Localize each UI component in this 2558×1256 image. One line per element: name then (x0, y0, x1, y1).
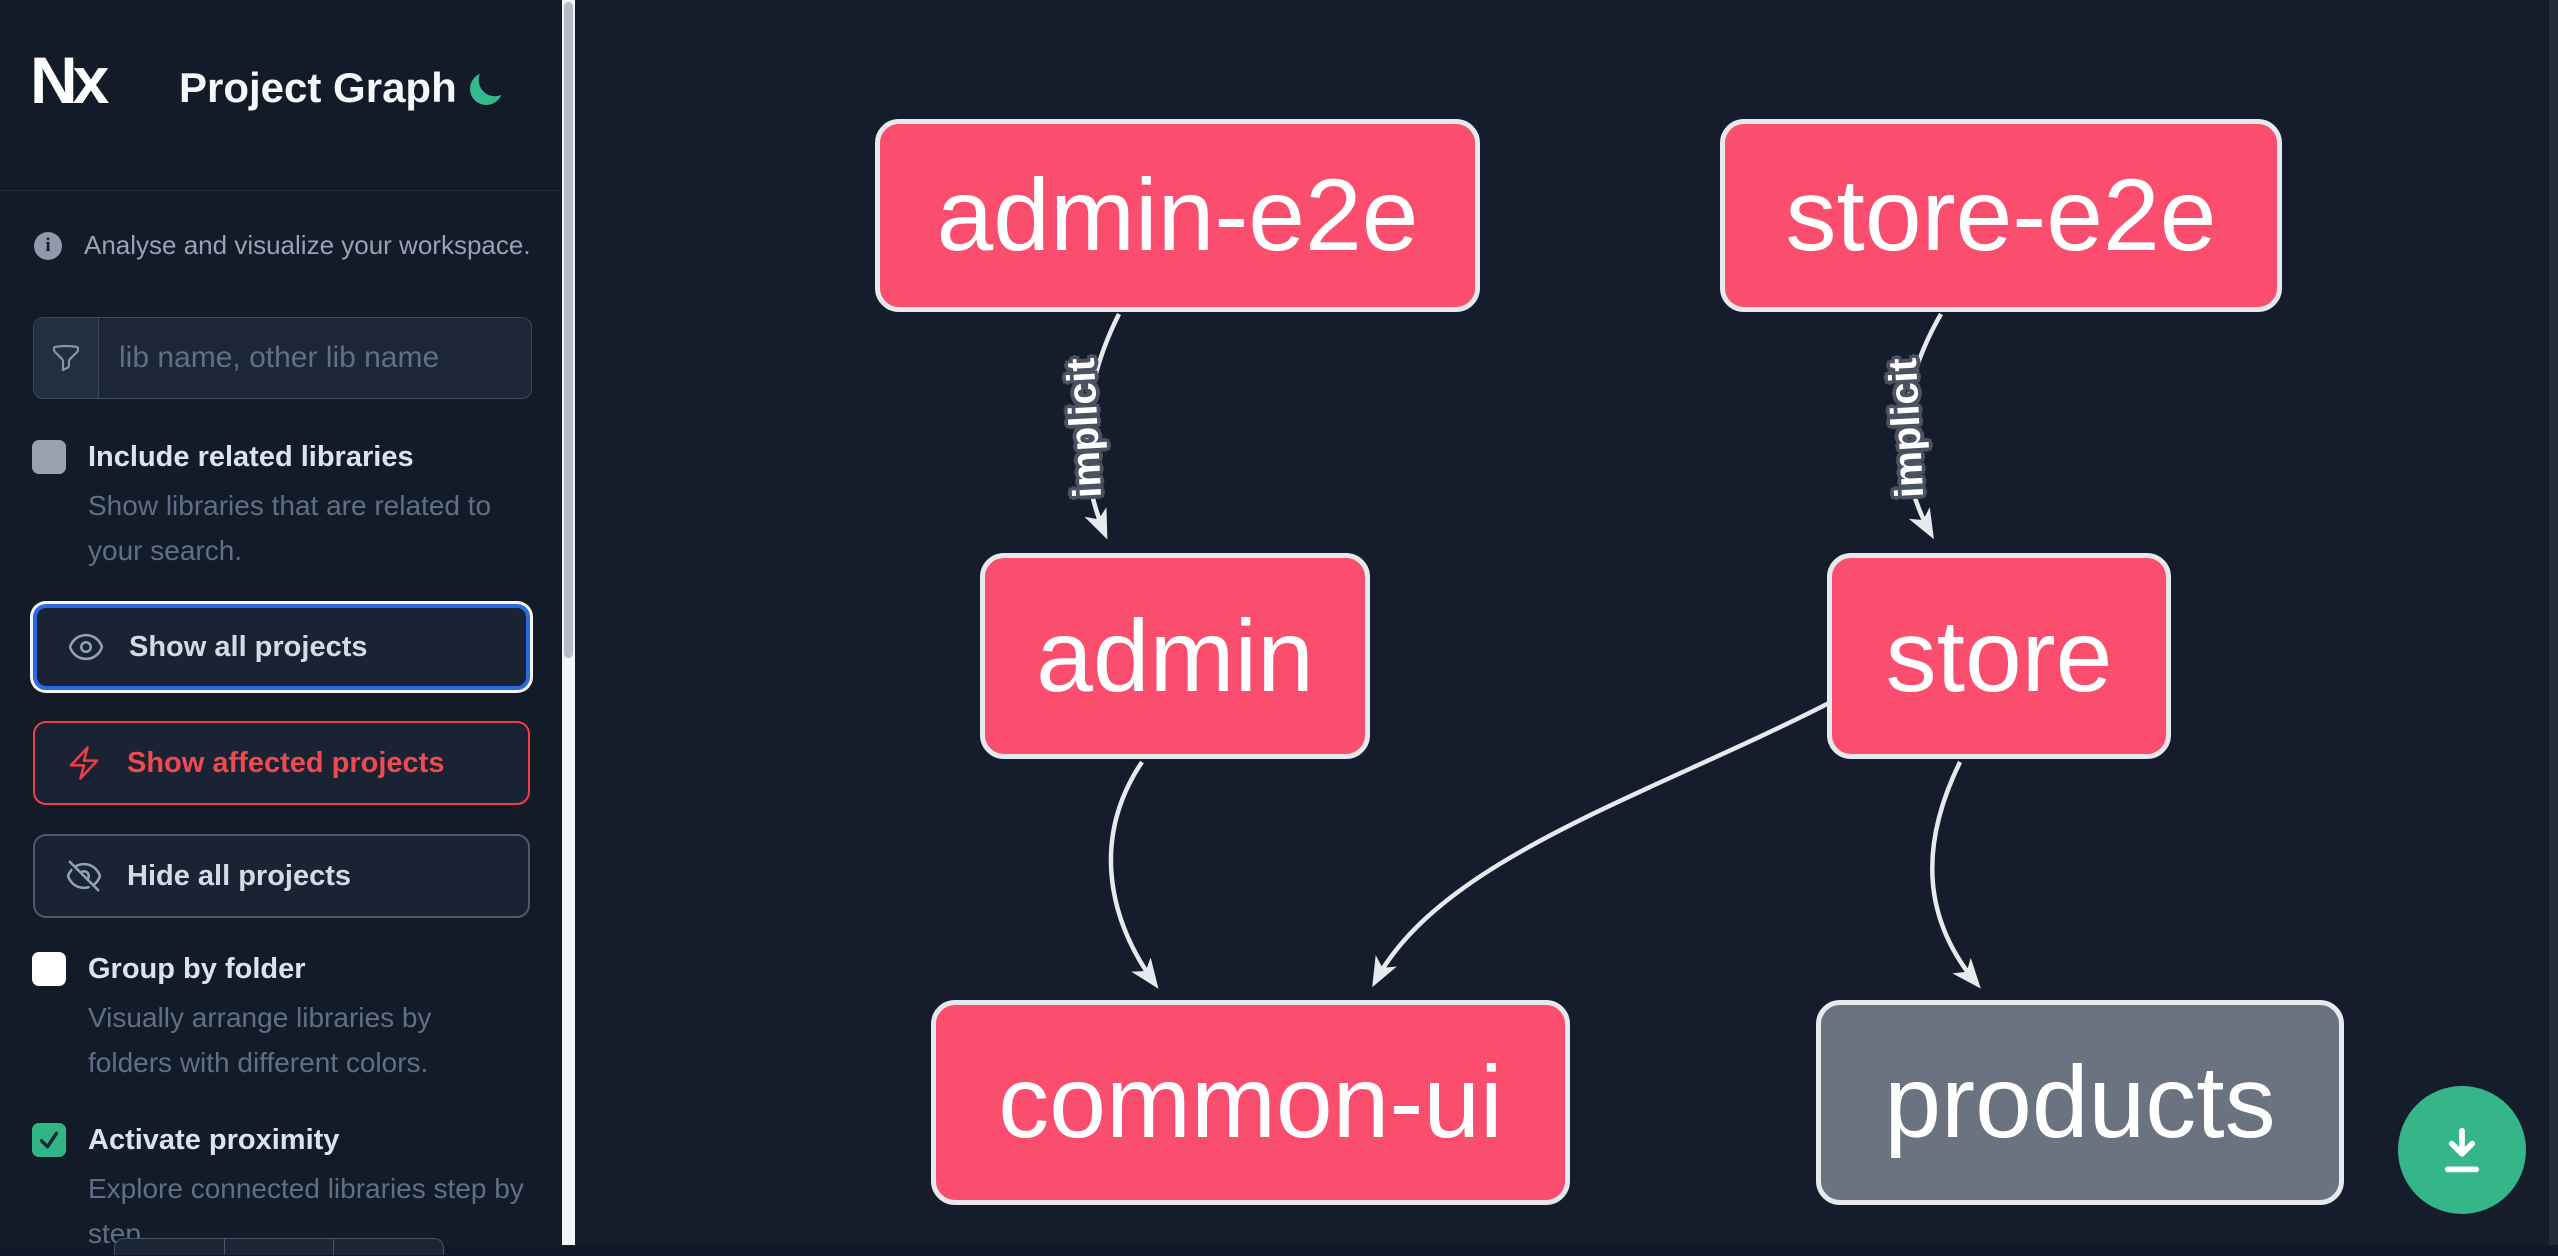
show-all-projects-button[interactable]: Show all projects (33, 604, 530, 690)
sidebar-scrollbar-track[interactable] (562, 0, 575, 1245)
depth-increment-segment[interactable] (334, 1239, 443, 1255)
project-graph-canvas[interactable]: implicit implicit admin-e2e store-e2e ad… (575, 0, 2558, 1245)
include-related-label: Include related libraries (88, 441, 414, 473)
group-by-folder-label: Group by folder (88, 953, 306, 985)
project-node-common-ui[interactable]: common-ui (931, 1000, 1570, 1205)
proximity-depth-control[interactable] (114, 1238, 444, 1255)
edge-label-implicit-admin: implicit (1058, 356, 1111, 500)
depth-value-segment (225, 1239, 335, 1255)
window-scrollbar-track[interactable] (2549, 0, 2558, 1245)
sidebar-header: Nx Project Graph (0, 0, 562, 190)
group-by-folder-description: Visually arrange libraries by folders wi… (88, 1002, 432, 1078)
group-by-folder-option: Group by folder Visually arrange librari… (32, 950, 518, 1085)
include-related-description: Show libraries that are related to your … (88, 490, 492, 566)
funnel-icon (52, 344, 80, 372)
activate-proximity-description: Explore connected libraries step by step… (88, 1173, 524, 1249)
edge-label-implicit-store: implicit (1880, 356, 1933, 500)
library-filter-box (33, 317, 532, 399)
hide-all-projects-button[interactable]: Hide all projects (33, 834, 530, 918)
workspace-intro: i Analyse and visualize your workspace. (34, 230, 531, 261)
moon-icon (470, 73, 502, 105)
show-affected-projects-button[interactable]: Show affected projects (33, 721, 530, 805)
project-node-admin-e2e[interactable]: admin-e2e (875, 119, 1480, 312)
bolt-icon (69, 746, 99, 780)
edge-store-common-ui (1372, 699, 1833, 988)
hide-all-projects-label: Hide all projects (127, 859, 352, 892)
sidebar-scrollbar-thumb[interactable] (564, 2, 573, 658)
library-search-input[interactable] (99, 318, 531, 398)
eye-slash-icon (66, 860, 102, 892)
group-by-folder-checkbox[interactable] (32, 952, 66, 986)
project-node-store[interactable]: store (1827, 553, 2171, 759)
page-title: Project Graph (179, 64, 457, 111)
activate-proximity-checkbox[interactable] (32, 1123, 66, 1157)
dark-mode-toggle[interactable] (465, 70, 505, 110)
include-related-checkbox[interactable] (32, 440, 66, 474)
sidebar: Nx Project Graph i Analyse and visualize… (0, 0, 562, 1255)
project-node-products[interactable]: products (1816, 1000, 2344, 1205)
workspace-tagline: Analyse and visualize your workspace. (84, 230, 531, 260)
nx-logo: Nx (30, 43, 109, 117)
info-icon: i (34, 231, 62, 260)
show-affected-projects-label: Show affected projects (127, 746, 445, 779)
edge-store-products (1930, 761, 1981, 989)
filter-icon-cell (34, 318, 99, 398)
download-image-button[interactable] (2398, 1086, 2526, 1214)
download-icon (2444, 1127, 2480, 1173)
edge-admin-common-ui (1108, 760, 1159, 989)
check-icon (39, 1131, 59, 1149)
include-related-option: Include related libraries Show libraries… (32, 438, 538, 573)
activate-proximity-option: Activate proximity Explore connected lib… (32, 1121, 543, 1256)
eye-icon (68, 633, 104, 661)
activate-proximity-label: Activate proximity (88, 1124, 340, 1156)
header-divider (0, 190, 562, 191)
project-node-store-e2e[interactable]: store-e2e (1720, 119, 2282, 312)
show-all-projects-label: Show all projects (129, 630, 368, 663)
project-node-admin[interactable]: admin (980, 553, 1370, 759)
depth-decrement-segment[interactable] (115, 1239, 225, 1255)
